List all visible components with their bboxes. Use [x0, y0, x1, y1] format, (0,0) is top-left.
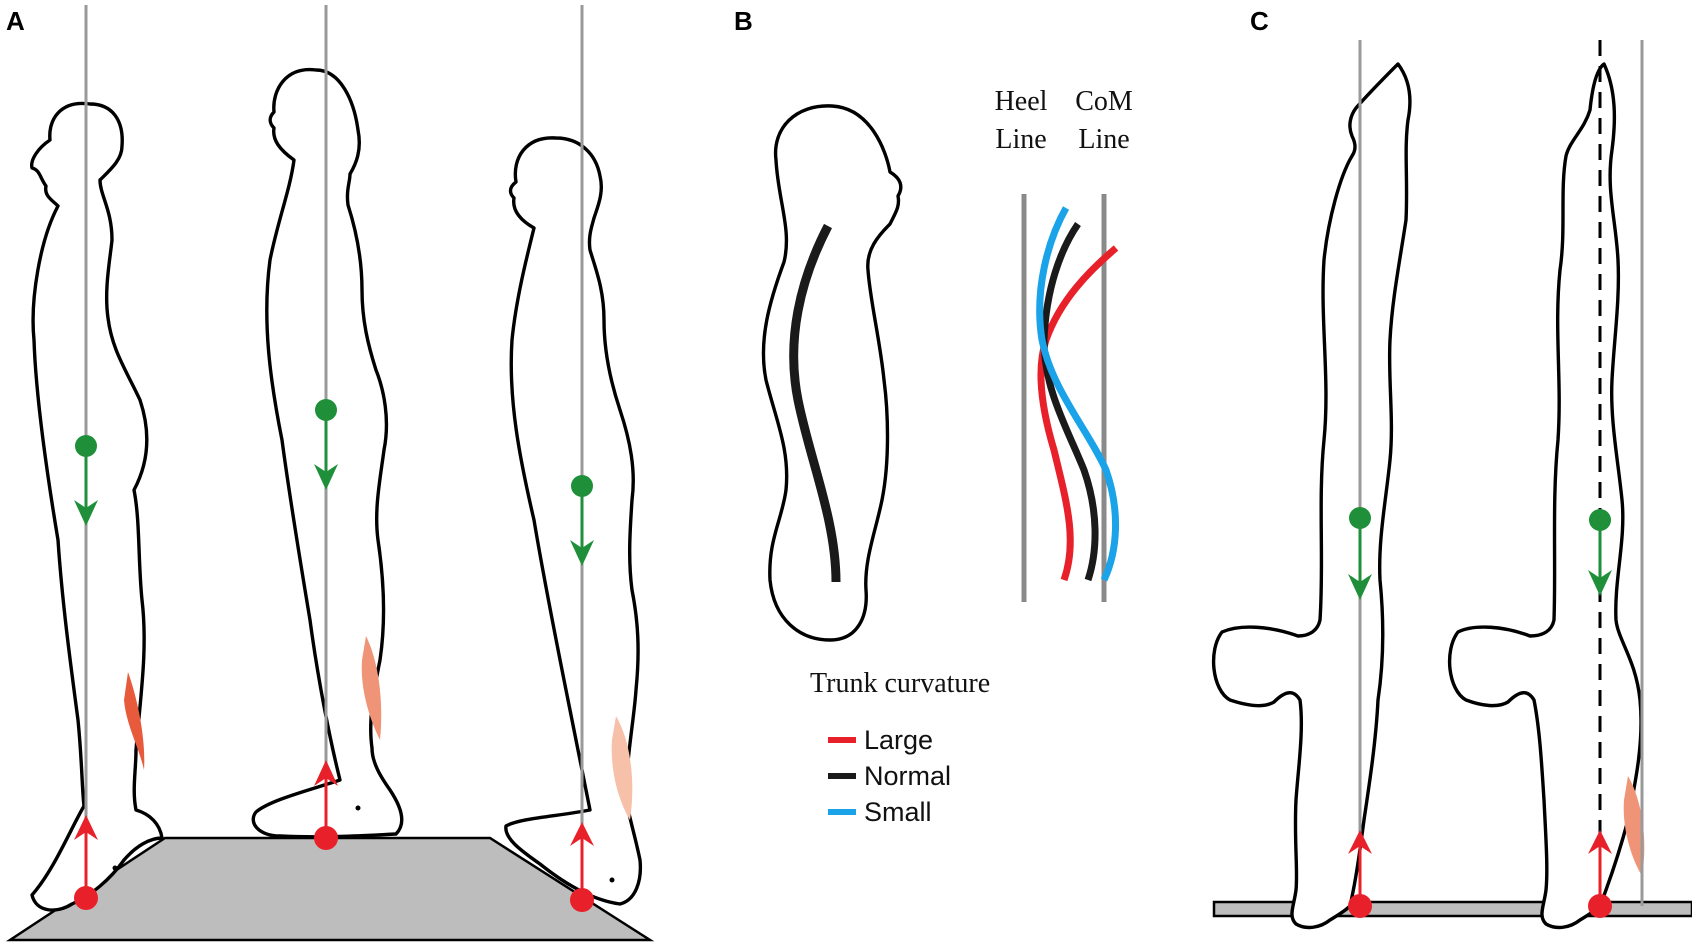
- standing-figure-neutral: [251, 5, 404, 850]
- ground-reaction-arrowhead: [1588, 830, 1612, 854]
- panel-b: B Heel Line CoM Line Trunk curvature Lar…: [734, 6, 1133, 827]
- heel-line-label-2: Line: [995, 124, 1046, 155]
- trunk-silhouette: [761, 104, 903, 642]
- curve-normal: [1040, 222, 1099, 582]
- gravity-arrowhead: [570, 540, 594, 566]
- legend-label-large: Large: [864, 725, 933, 755]
- com-line-label-2: Line: [1078, 124, 1129, 155]
- gravity-arrowhead: [1348, 574, 1372, 600]
- handstand-figure-vertical: [1211, 40, 1412, 930]
- curve-large: [1037, 245, 1119, 582]
- ground-reaction-arrowhead: [314, 760, 338, 786]
- ground-reaction-arrowhead: [74, 815, 98, 840]
- spine-curve: [789, 223, 841, 583]
- panel-b-label: B: [734, 6, 753, 36]
- panel-c-label: C: [1250, 6, 1269, 36]
- gravity-arrowhead: [1588, 570, 1612, 596]
- calf-muscle: [611, 716, 633, 820]
- standing-figure-backward: [504, 5, 643, 912]
- calf-muscle: [1623, 776, 1645, 876]
- legend-label-normal: Normal: [864, 761, 951, 791]
- gravity-arrowhead: [314, 464, 338, 490]
- floor-bar: [1212, 900, 1692, 918]
- legend-label-small: Small: [864, 797, 932, 827]
- com-line-label-1: CoM: [1075, 86, 1133, 117]
- panel-c: C: [1211, 6, 1692, 930]
- legend-title: Trunk curvature: [810, 668, 990, 699]
- calf-muscle: [124, 672, 145, 770]
- legend-item-normal: Normal: [828, 761, 951, 791]
- panel-a: A: [5, 5, 655, 942]
- ground-reaction-arrowhead: [570, 822, 594, 846]
- gravity-arrowhead: [74, 500, 98, 526]
- ground-reaction-arrowhead: [1348, 830, 1372, 854]
- panel-a-label: A: [6, 6, 25, 36]
- standing-figure-forward: [30, 5, 164, 912]
- heel-line-label-1: Heel: [995, 86, 1048, 117]
- calf-muscle: [361, 636, 382, 740]
- handstand-figure-arched: [1447, 40, 1645, 930]
- legend-item-small: Small: [828, 797, 932, 827]
- curve-small: [1036, 206, 1120, 582]
- legend-item-large: Large: [828, 725, 933, 755]
